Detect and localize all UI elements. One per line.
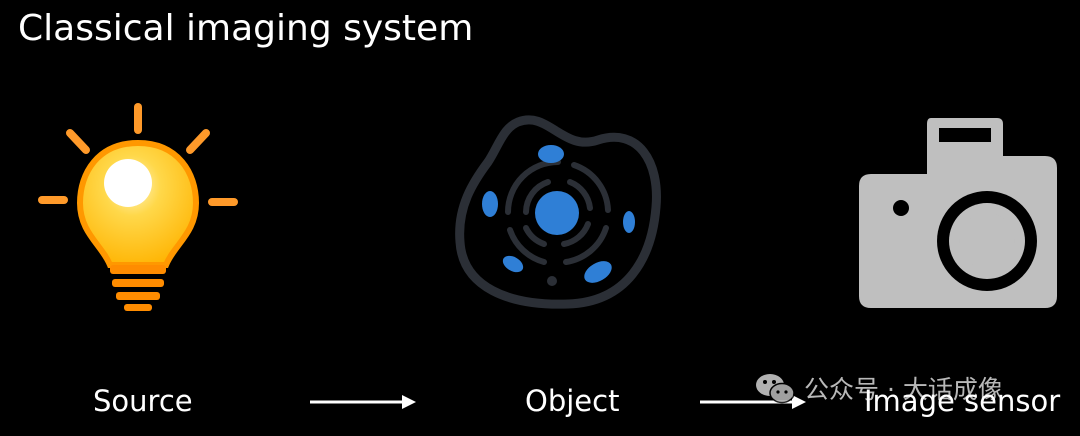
diagram-title: Classical imaging system — [18, 8, 473, 49]
light-bulb-icon — [30, 95, 245, 320]
camera-icon — [855, 110, 1060, 315]
right-arrow-icon — [310, 392, 418, 412]
image-sensor-label: Image sensor — [864, 384, 1060, 418]
chat-bubble-logo-icon — [754, 371, 796, 405]
object-label: Object — [525, 384, 619, 418]
cell-icon — [448, 112, 666, 312]
source-label: Source — [93, 384, 193, 418]
